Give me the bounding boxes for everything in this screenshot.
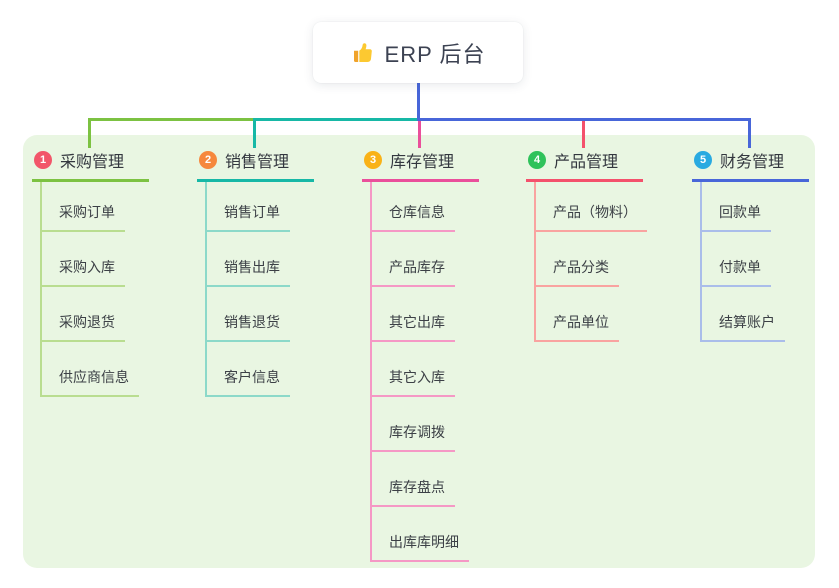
root-node-erp[interactable]: ERP 后台 — [313, 22, 523, 83]
branch-title: 产品管理 — [554, 154, 619, 171]
list-item: 产品库存 — [372, 232, 469, 287]
list-item: 采购入库 — [42, 232, 139, 287]
branch-children-finance: 回款单付款单结算账户 — [700, 182, 785, 342]
branch-header-sales[interactable]: 2 销售管理 — [197, 148, 314, 182]
branch-title: 采购管理 — [60, 154, 125, 171]
mindmap-node[interactable]: 销售订单 — [207, 202, 290, 232]
branch-header-finance[interactable]: 5 财务管理 — [692, 148, 809, 182]
list-item: 回款单 — [702, 182, 785, 232]
branch-number-badge: 4 — [528, 151, 546, 169]
branch-header-inventory[interactable]: 3 库存管理 — [362, 148, 479, 182]
branch-number-badge: 1 — [34, 151, 52, 169]
mindmap-node[interactable]: 客户信息 — [207, 367, 290, 397]
list-item: 采购退货 — [42, 287, 139, 342]
list-item: 其它出库 — [372, 287, 469, 342]
list-item: 结算账户 — [702, 287, 785, 342]
branch-number-badge: 5 — [694, 151, 712, 169]
mindmap-node[interactable]: 供应商信息 — [42, 367, 139, 397]
connector-drop-purchase — [88, 121, 91, 148]
list-item: 销售退货 — [207, 287, 290, 342]
root-title: ERP 后台 — [384, 41, 486, 67]
connector-drop-sales — [253, 121, 256, 148]
list-item: 销售出库 — [207, 232, 290, 287]
mindmap-node[interactable]: 销售退货 — [207, 312, 290, 342]
thumbs-up-icon — [351, 41, 375, 65]
branch-title: 财务管理 — [720, 154, 785, 171]
list-item: 采购订单 — [42, 182, 139, 232]
branch-number-badge: 2 — [199, 151, 217, 169]
branch-product: 4 产品管理产品（物料） 产品分类产品单位 — [526, 148, 647, 342]
branch-title: 销售管理 — [225, 154, 290, 171]
mindmap-node[interactable]: 回款单 — [702, 202, 771, 232]
list-item: 其它入库 — [372, 342, 469, 397]
branch-header-purchase[interactable]: 1 采购管理 — [32, 148, 149, 182]
list-item: 仓库信息 — [372, 182, 469, 232]
mindmap-node[interactable]: 采购入库 — [42, 257, 125, 287]
list-item: 库存调拨 — [372, 397, 469, 452]
list-item: 产品（物料） — [536, 182, 647, 232]
branch-finance: 5 财务管理回款单付款单结算账户 — [692, 148, 809, 342]
list-item: 客户信息 — [207, 342, 290, 397]
branch-header-product[interactable]: 4 产品管理 — [526, 148, 643, 182]
mindmap-node[interactable]: 产品单位 — [536, 312, 619, 342]
branch-number-badge: 3 — [364, 151, 382, 169]
mindmap-node[interactable]: 库存调拨 — [372, 422, 455, 452]
branch-sales: 2 销售管理销售订单销售出库销售退货客户信息 — [197, 148, 314, 397]
mindmap-node[interactable]: 采购订单 — [42, 202, 125, 232]
connector-bus-finance — [417, 118, 751, 121]
mindmap-node[interactable]: 产品库存 — [372, 257, 455, 287]
list-item: 产品单位 — [536, 287, 647, 342]
connector-drop-inventory — [418, 121, 421, 148]
mindmap-node[interactable]: 出库库明细 — [372, 532, 469, 562]
branch-children-purchase: 采购订单采购入库采购退货供应商信息 — [40, 182, 139, 397]
connector-drop-finance — [748, 121, 751, 148]
list-item: 供应商信息 — [42, 342, 139, 397]
branch-children-inventory: 仓库信息产品库存其它出库其它入库库存调拨库存盘点出库库明细 — [370, 182, 469, 562]
mindmap-node[interactable]: 其它入库 — [372, 367, 455, 397]
mindmap-node[interactable]: 产品（物料） — [536, 202, 647, 232]
mindmap-node[interactable]: 结算账户 — [702, 312, 785, 342]
list-item: 库存盘点 — [372, 452, 469, 507]
connector-bus-sales — [253, 118, 420, 121]
mindmap-node[interactable]: 其它出库 — [372, 312, 455, 342]
branch-inventory: 3 库存管理仓库信息产品库存其它出库其它入库库存调拨库存盘点出库库明细 — [362, 148, 479, 562]
list-item: 销售订单 — [207, 182, 290, 232]
mindmap-node[interactable]: 仓库信息 — [372, 202, 455, 232]
list-item: 出库库明细 — [372, 507, 469, 562]
mindmap-node[interactable]: 采购退货 — [42, 312, 125, 342]
branch-purchase: 1 采购管理采购订单采购入库采购退货供应商信息 — [32, 148, 149, 397]
connector-bus-purchase — [88, 118, 256, 121]
connector-drop-product — [582, 121, 585, 148]
mindmap-node[interactable]: 销售出库 — [207, 257, 290, 287]
mindmap-node[interactable]: 库存盘点 — [372, 477, 455, 507]
mindmap-node[interactable]: 付款单 — [702, 257, 771, 287]
list-item: 产品分类 — [536, 232, 647, 287]
branch-children-product: 产品（物料） 产品分类产品单位 — [534, 182, 647, 342]
branch-title: 库存管理 — [390, 154, 455, 171]
list-item: 付款单 — [702, 232, 785, 287]
branches-panel — [23, 135, 815, 568]
mindmap-node[interactable]: 产品分类 — [536, 257, 619, 287]
branch-children-sales: 销售订单销售出库销售退货客户信息 — [205, 182, 290, 397]
connector-root-stem — [417, 83, 420, 121]
